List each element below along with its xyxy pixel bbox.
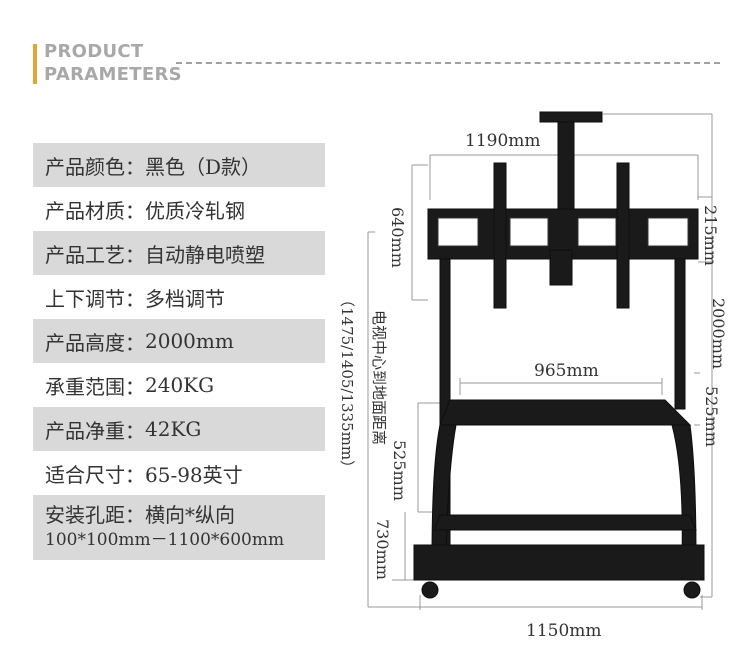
param-row-height: 产品高度：2000mm [33, 319, 325, 363]
section-header: PRODUCT PARAMETERS [44, 40, 182, 86]
param-value: 优质冷轧钢 [145, 198, 245, 223]
param-label: 产品净重： [45, 418, 145, 443]
product-diagram: 1190mm 640mm 215mm 2000mm 965mm 525mm 52… [338, 111, 728, 641]
param-value: 黑色（D款） [145, 154, 262, 179]
parameter-list: 产品颜色：黑色（D款） 产品材质：优质冷轧钢 产品工艺：自动静电喷塑 上下调节：… [33, 143, 325, 560]
param-value: 65-98英寸 [145, 462, 243, 487]
header-line-2: PARAMETERS [44, 64, 182, 85]
param-value: 2000mm [145, 329, 234, 353]
param-value-line2: 100*100mm－1100*600mm [45, 529, 285, 550]
dim-base-width: 1150mm [526, 621, 602, 641]
param-row-material: 产品材质：优质冷轧钢 [33, 187, 325, 231]
param-row-load: 承重范围：240KG [33, 363, 325, 407]
dimension-lines [367, 113, 713, 610]
dim-bracket-height: 215mm [701, 205, 720, 266]
param-value: 42KG [145, 417, 202, 441]
param-value: 自动静电喷塑 [145, 242, 265, 267]
param-label: 适合尺寸： [45, 462, 145, 487]
header-line-1: PRODUCT [44, 41, 144, 62]
param-value: 横向*纵向 [145, 502, 235, 527]
param-value: 240KG [145, 373, 215, 397]
param-label: 承重范围： [45, 374, 145, 399]
param-row-adjust: 上下调节：多档调节 [33, 275, 325, 319]
param-label: 产品高度： [45, 330, 145, 355]
dim-shelf-gap-left: 525mm [390, 440, 409, 501]
dim-shelf-gap-right: 525mm [702, 386, 721, 447]
dim-shelf-width: 965mm [534, 361, 599, 381]
dim-center-label: 电视中心到地面距离 [370, 310, 388, 445]
dim-top-width: 1190mm [465, 131, 541, 151]
param-label: 产品颜色： [45, 154, 145, 179]
param-row-process: 产品工艺：自动静电喷塑 [33, 231, 325, 275]
dim-total-height: 2000mm [709, 298, 728, 369]
dim-mount-height: 640mm [388, 207, 407, 268]
param-row-size: 适合尺寸：65-98英寸 [33, 451, 325, 495]
header-accent-bar [33, 44, 37, 84]
param-label: 产品工艺： [45, 242, 145, 267]
tv-stand [413, 111, 705, 599]
param-value: 多档调节 [145, 286, 225, 311]
dim-lower-shelf: 730mm [373, 519, 392, 580]
param-label: 安装孔距： [45, 502, 145, 527]
dim-center-height: （1475/1405/1335mm） [338, 292, 356, 475]
param-row-color: 产品颜色：黑色（D款） [33, 143, 325, 187]
param-row-holes: 安装孔距：横向*纵向 100*100mm－1100*600mm [33, 495, 325, 560]
param-label: 产品材质： [45, 198, 145, 223]
param-label: 上下调节： [45, 286, 145, 311]
header-divider [176, 62, 720, 64]
param-row-weight: 产品净重：42KG [33, 407, 325, 451]
